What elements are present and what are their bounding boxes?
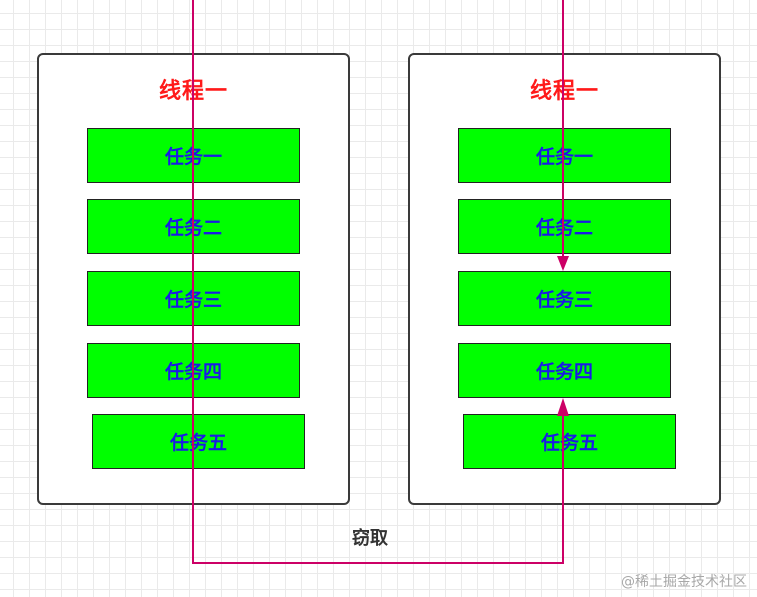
- task-box-3: 任务三: [87, 271, 300, 326]
- task-box-3: 任务三: [458, 271, 671, 326]
- thread-container-left: 线程一 任务一 任务二 任务三 任务四 任务五: [37, 53, 350, 505]
- thread-title: 线程一: [529, 79, 599, 104]
- task-box-1: 任务一: [87, 128, 300, 183]
- thread-title: 线程一: [158, 79, 228, 104]
- steal-label: 窃取: [352, 528, 388, 549]
- task-box-1: 任务一: [458, 128, 671, 183]
- task-box-2: 任务二: [87, 199, 300, 254]
- task-box-4: 任务四: [458, 343, 671, 398]
- task-box-2: 任务二: [458, 199, 671, 254]
- watermark: @稀土掘金技术社区: [621, 574, 747, 590]
- thread-container-right: 线程一 任务一 任务二 任务三 任务四 任务五: [408, 53, 721, 505]
- task-box-5: 任务五: [92, 414, 305, 469]
- task-box-5: 任务五: [463, 414, 676, 469]
- task-box-4: 任务四: [87, 343, 300, 398]
